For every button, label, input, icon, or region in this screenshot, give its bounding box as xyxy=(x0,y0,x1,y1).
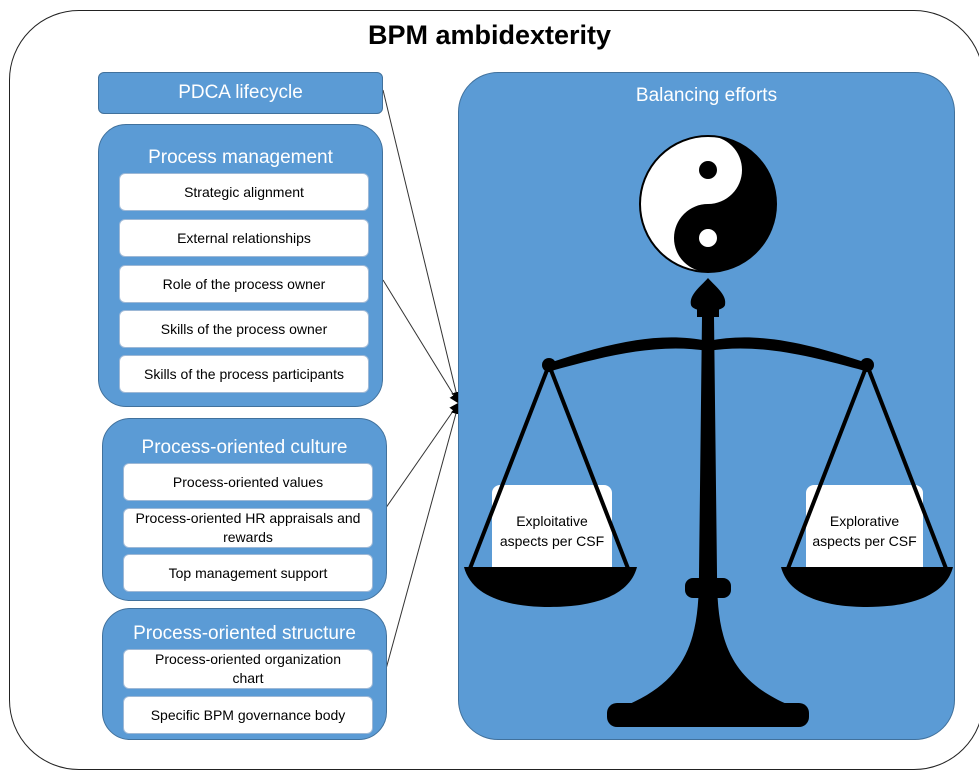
list-item: External relationships xyxy=(119,219,369,257)
pdca-lifecycle-box: PDCA lifecycle xyxy=(98,72,383,114)
balance-scale-icon xyxy=(464,135,953,727)
process-structure-group: Process-oriented structure Process-orien… xyxy=(102,608,387,740)
process-culture-title: Process-oriented culture xyxy=(141,437,348,458)
explorative-label: Explorative aspects per CSF xyxy=(806,485,923,577)
arrow-process-structure xyxy=(382,404,461,681)
process-management-group: Process management Strategic alignment E… xyxy=(98,124,383,407)
balancing-efforts-panel: Balancing efforts Exploitative aspects p… xyxy=(458,72,955,740)
list-item: Process-oriented values xyxy=(123,463,373,501)
diagram-title: BPM ambidexterity xyxy=(367,20,612,50)
pdca-label: PDCA lifecycle xyxy=(178,82,303,103)
process-culture-group: Process-oriented culture Process-oriente… xyxy=(102,418,387,601)
list-item: Strategic alignment xyxy=(119,173,369,211)
list-item: Skills of the process owner xyxy=(119,310,369,348)
process-structure-title: Process-oriented structure xyxy=(133,623,356,644)
list-item: Process-oriented HR appraisals and rewar… xyxy=(123,508,373,548)
balancing-efforts-title: Balancing efforts xyxy=(635,85,778,106)
list-item: Role of the process owner xyxy=(119,265,369,303)
arrow-process-management xyxy=(382,279,460,404)
list-item: Skills of the process participants xyxy=(119,355,369,393)
arrow-pdca xyxy=(382,89,461,402)
yin-yang-icon xyxy=(639,135,777,273)
list-item: Specific BPM governance body xyxy=(123,696,373,734)
arrow-process-culture xyxy=(382,402,460,513)
process-management-title: Process management xyxy=(148,147,333,168)
list-item: Process-oriented organization chart xyxy=(123,649,373,689)
connector-arrows xyxy=(382,89,461,681)
exploitative-label: Exploitative aspects per CSF xyxy=(492,485,612,577)
list-item: Top management support xyxy=(123,554,373,592)
